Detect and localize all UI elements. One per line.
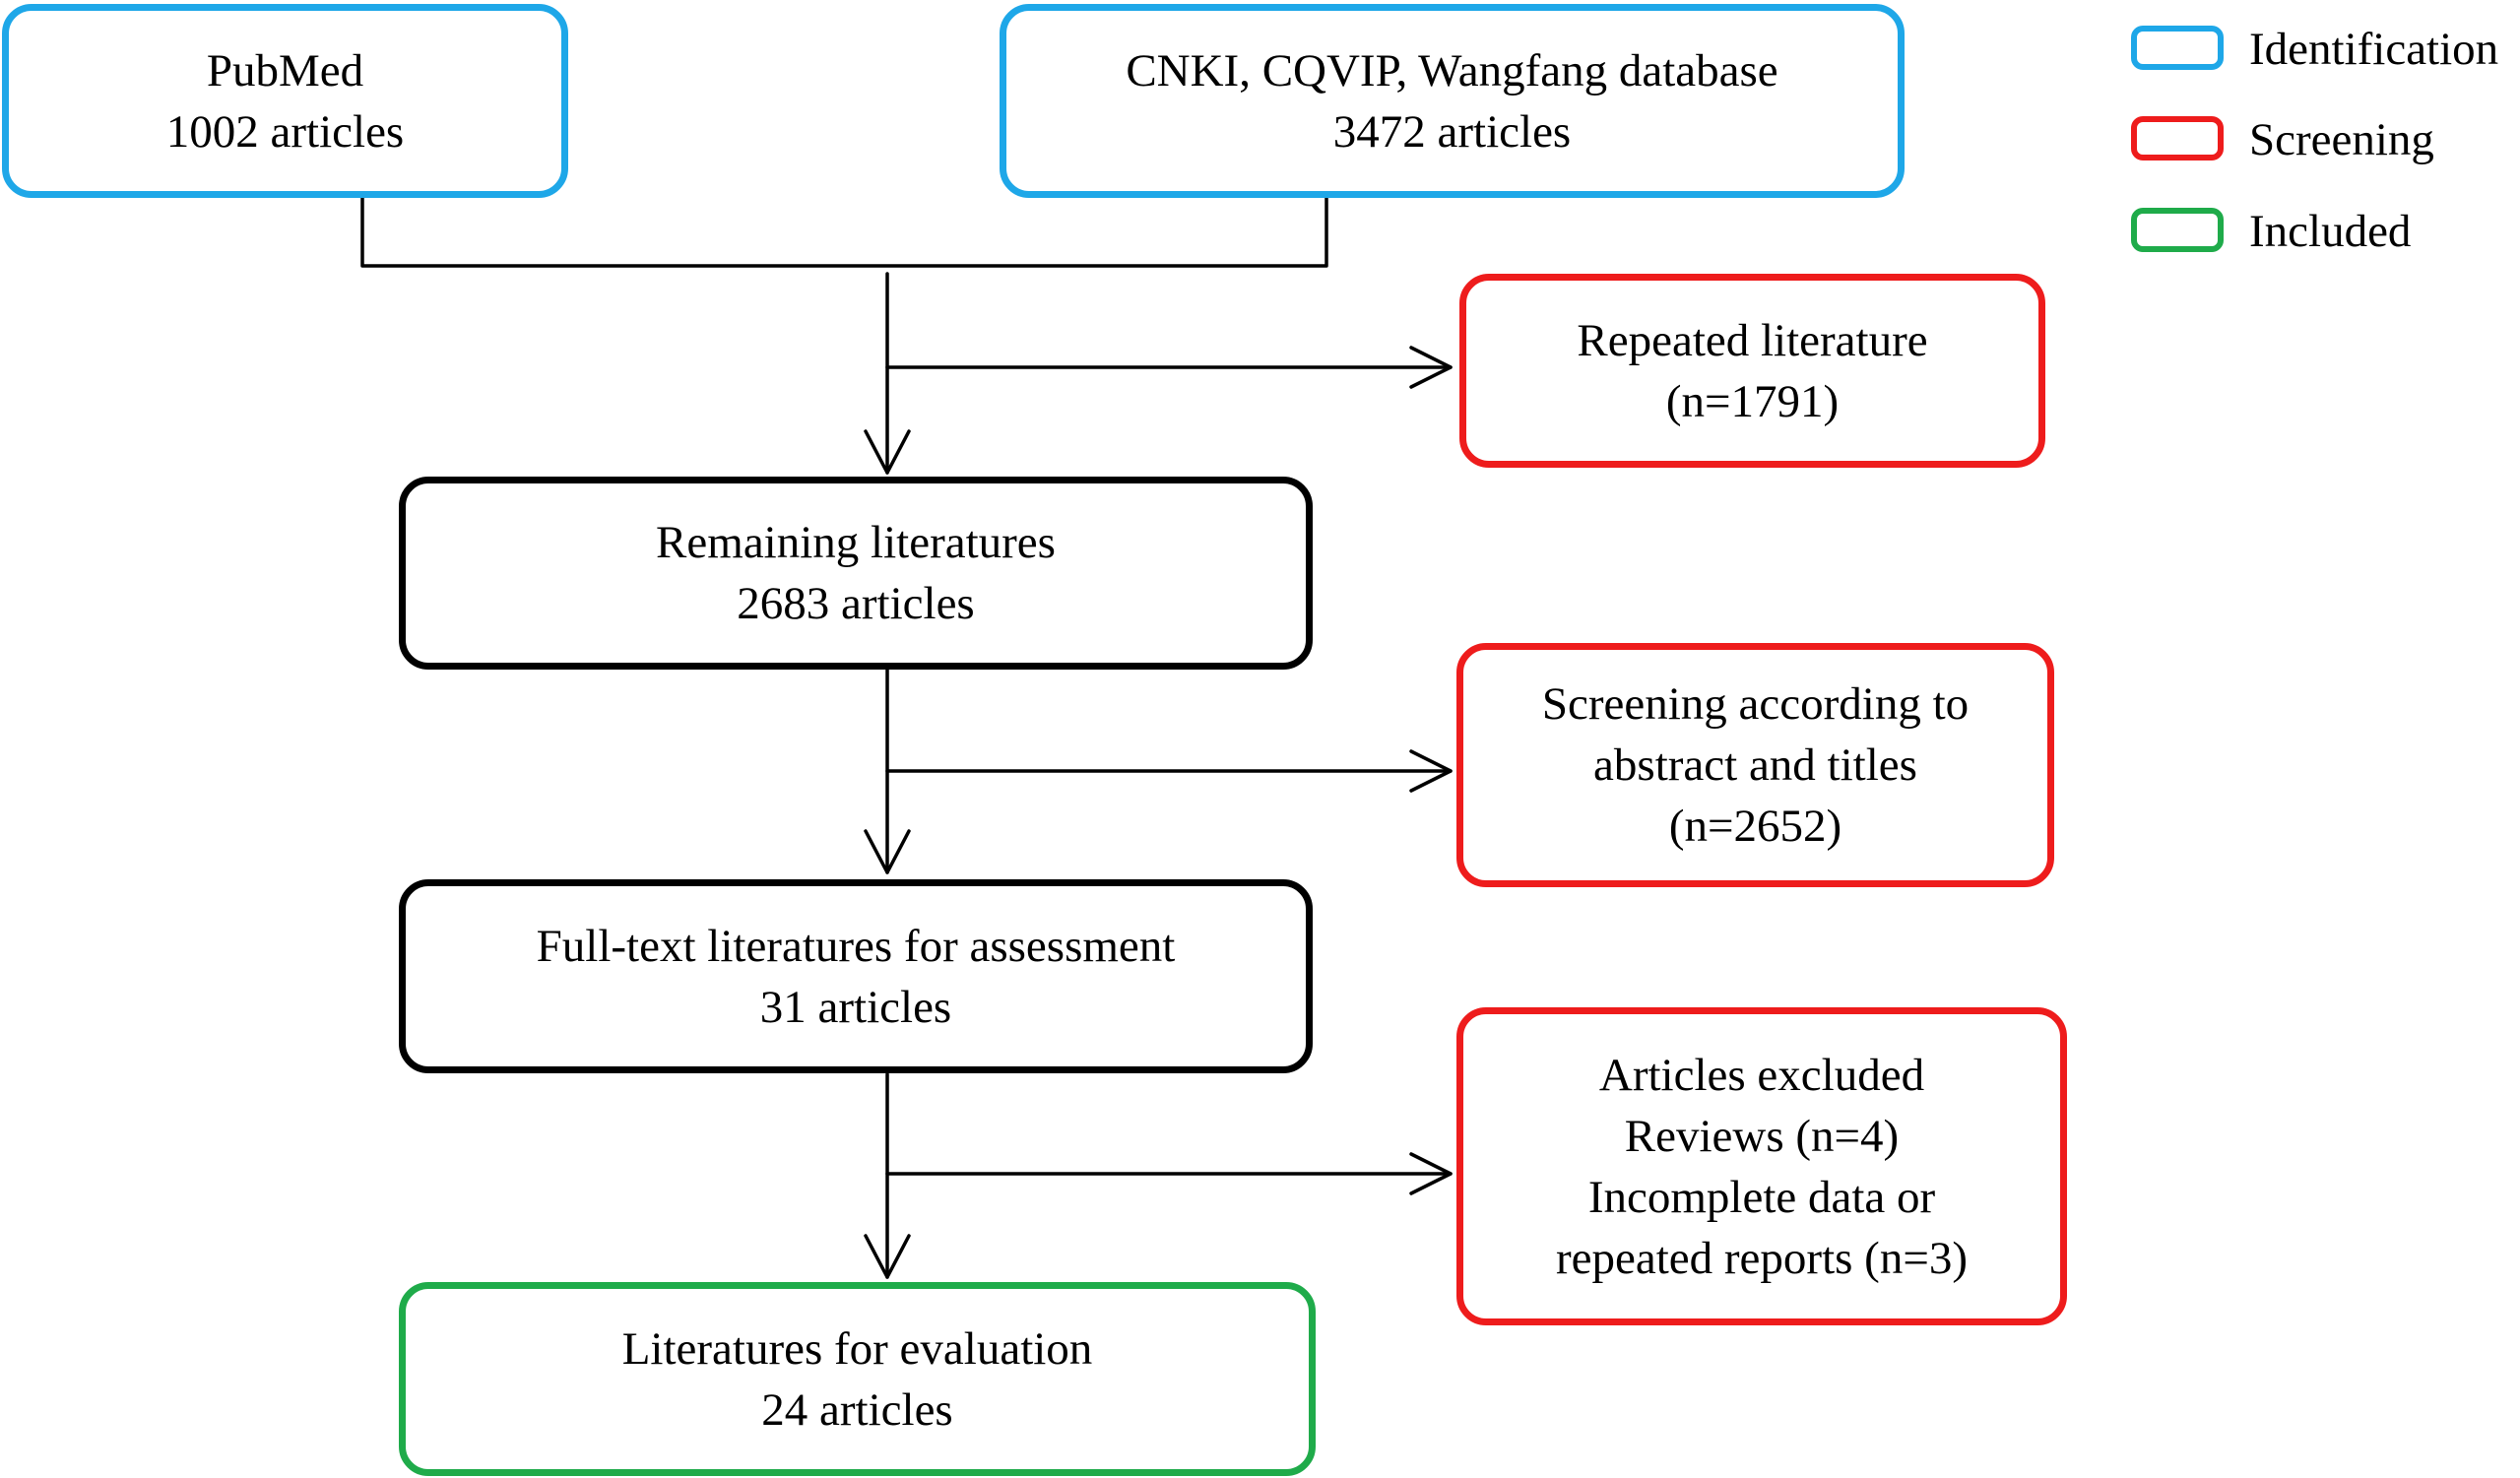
evaluation-label: Literatures for evaluation — [621, 1322, 1093, 1375]
excluded-title: Articles excluded — [1598, 1049, 1925, 1101]
legend-label-included: Included — [2249, 206, 2412, 257]
screening-abstract-line1: Screening according to — [1541, 678, 1970, 730]
arrowhead-excluded — [1409, 1152, 1453, 1195]
arrowhead-remaining — [864, 429, 911, 475]
arrowhead-fulltext — [864, 829, 911, 874]
remaining-label: Remaining literatures — [656, 517, 1056, 568]
cnki-source-label: CNKI, CQVIP, Wangfang database — [1126, 44, 1778, 96]
pubmed-source-label: PubMed — [206, 44, 364, 96]
evaluation-box: Literatures for evaluation 24 articles — [399, 1282, 1316, 1476]
legend-swatch-screening — [2131, 116, 2224, 161]
legend-swatch-included — [2131, 208, 2224, 252]
repeated-literature-count: (n=1791) — [1665, 375, 1840, 427]
screening-abstract-box: Screening according to abstract and titl… — [1456, 643, 2054, 887]
repeated-literature-label: Repeated literature — [1577, 314, 1928, 366]
fulltext-assessment-box: Full-text literatures for assessment 31 … — [399, 879, 1313, 1073]
legend-label-identification: Identification — [2249, 24, 2499, 75]
fulltext-label: Full-text literatures for assessment — [536, 920, 1176, 972]
excluded-incomplete: Incomplete data or — [1587, 1171, 1936, 1223]
remaining-count: 2683 articles — [737, 578, 975, 629]
arrowhead-evaluation — [864, 1234, 911, 1279]
legend-swatch-identification — [2131, 26, 2224, 70]
pubmed-box: PubMed 1002 articles — [2, 4, 568, 198]
pubmed-article-count: 1002 articles — [165, 105, 405, 158]
evaluation-count: 24 articles — [761, 1383, 953, 1436]
merge-bracket — [360, 191, 1328, 268]
excluded-reviews: Reviews (n=4) — [1624, 1110, 1900, 1162]
excluded-repeated-reports: repeated reports (n=3) — [1556, 1232, 1968, 1284]
fulltext-count: 31 articles — [759, 981, 952, 1033]
legend-label-screening: Screening — [2249, 114, 2434, 165]
articles-excluded-box: Articles excluded Reviews (n=4) Incomple… — [1456, 1007, 2067, 1325]
screening-abstract-line2: abstract and titles — [1593, 739, 1917, 791]
repeated-literature-box: Repeated literature (n=1791) — [1459, 274, 2045, 468]
arrowhead-screening — [1409, 749, 1453, 793]
cnki-article-count: 3472 articles — [1332, 105, 1572, 158]
screening-abstract-count: (n=2652) — [1668, 801, 1842, 852]
remaining-literatures-box: Remaining literatures 2683 articles — [399, 477, 1313, 670]
arrowhead-repeated — [1409, 346, 1453, 389]
cnki-box: CNKI, CQVIP, Wangfang database 3472 arti… — [1000, 4, 1905, 198]
